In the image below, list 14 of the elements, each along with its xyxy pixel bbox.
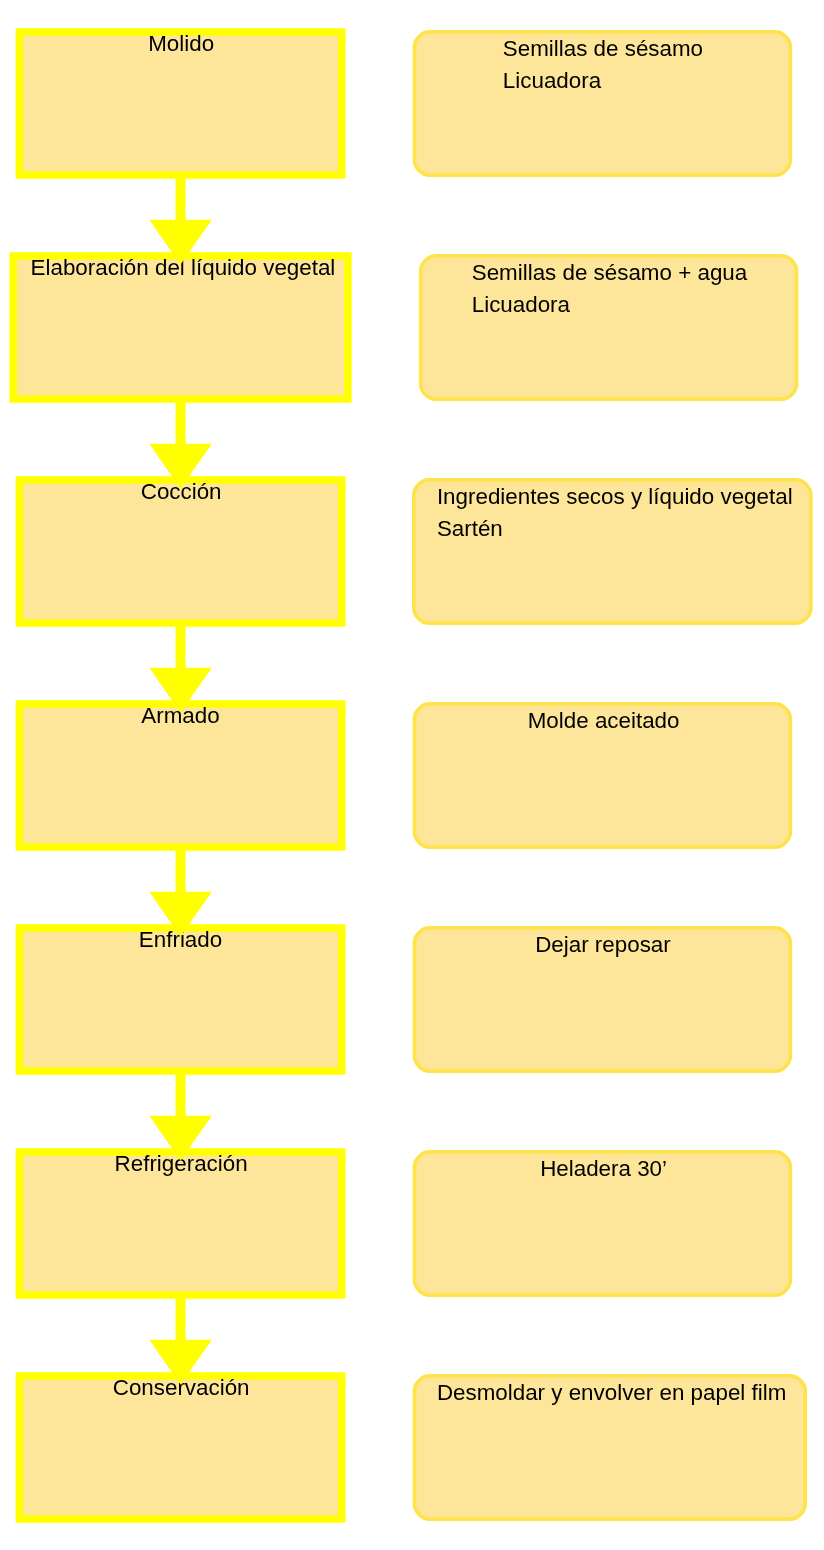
node-box: Molde aceitado	[412, 701, 793, 849]
node-box: Refrigeración	[15, 1147, 346, 1299]
node-box: Ingredientes secos y líquido vegetal Sartén	[412, 477, 813, 625]
node-box: Molido	[15, 27, 346, 179]
node-box: Elaboración del líquido vegetal	[9, 251, 352, 403]
node-box: Semillas de sésamo + agua Licuadora	[418, 253, 799, 401]
node-box: Dejar reposar	[412, 925, 793, 1073]
node-box: Semillas de sésamo Licuadora	[412, 29, 793, 177]
node-box: Cocción	[15, 475, 346, 627]
node-box: Enfriado	[15, 923, 346, 1075]
node-box: Heladera 30’	[412, 1149, 793, 1297]
node-box: Desmoldar y envolver en papel film	[412, 1373, 808, 1521]
node-box: Conservación	[15, 1371, 346, 1523]
node-box: Armado	[15, 699, 346, 851]
